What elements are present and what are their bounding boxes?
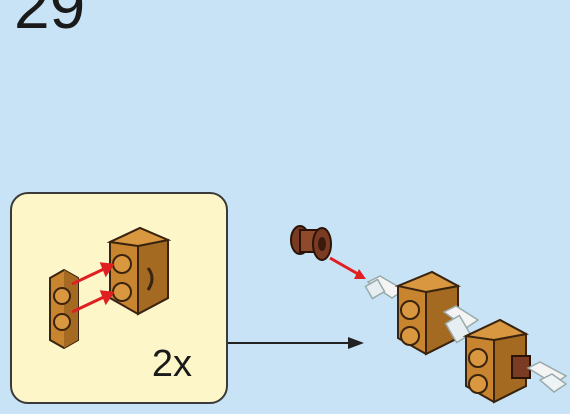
- red-arrow-icon: [71, 262, 115, 314]
- brick-1x2-sideways-icon: [106, 226, 172, 316]
- subassembly-illustration: [49, 226, 172, 350]
- plate-1x2-icon: [49, 268, 79, 350]
- red-arrow-icon: [329, 256, 366, 279]
- subassembly-callout: 2x: [10, 192, 228, 404]
- bush-icon: [290, 225, 332, 261]
- brick-1x2-sideways-icon: [394, 270, 461, 356]
- brick-1x2-sideways-icon: [462, 318, 529, 404]
- bush-icon: [511, 355, 531, 379]
- axle-icon: [526, 361, 568, 393]
- step-number: 29: [14, 0, 86, 42]
- pointer-arrow-icon: [228, 337, 364, 349]
- quantity-label: 2x: [151, 343, 192, 385]
